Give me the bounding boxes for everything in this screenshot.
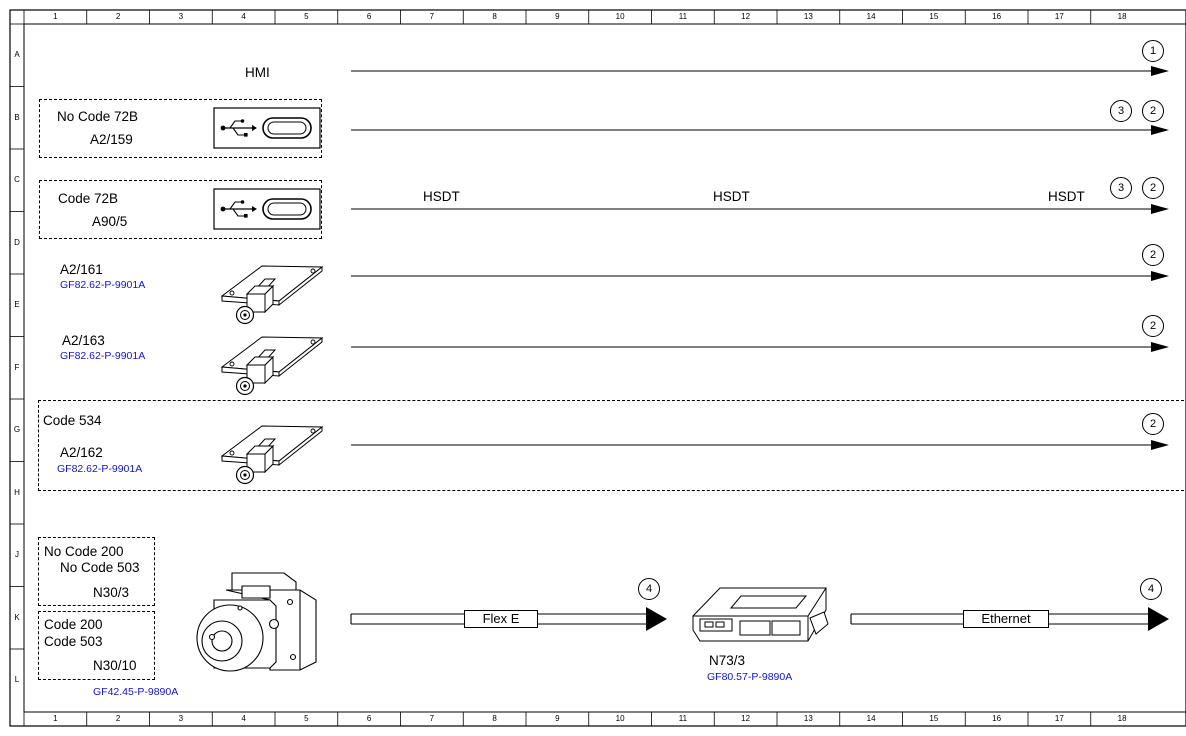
ethernet-tag: Ethernet: [963, 610, 1049, 628]
code-534-box: [38, 400, 1184, 491]
column-label: 8: [492, 12, 497, 21]
column-label: 12: [741, 12, 751, 21]
column-label: 2: [115, 12, 121, 21]
camera-box-1-part: N30/3: [93, 585, 130, 600]
column-label: 11: [678, 714, 688, 723]
column-label: 13: [803, 714, 813, 723]
column-label: 7: [429, 12, 435, 21]
usb-box-1-code: No Code 72B: [57, 109, 139, 124]
row-label: J: [15, 550, 19, 560]
camera-box-2-line1: Code 200: [44, 617, 103, 632]
code-534-ref-link[interactable]: GF82.62-P-9901A: [57, 463, 143, 475]
camera-box-1-line2: No Code 503: [60, 560, 140, 575]
column-label: 18: [1117, 12, 1127, 21]
antenna-1-ref-link[interactable]: GF82.62-P-9901A: [60, 279, 146, 291]
column-label: 4: [241, 714, 246, 723]
row-label: C: [14, 175, 20, 185]
column-label: 3: [178, 714, 184, 723]
marker-2[interactable]: 2: [1142, 315, 1164, 337]
marker-1[interactable]: 1: [1142, 40, 1164, 62]
column-label: 6: [366, 714, 372, 723]
gateway-part: N73/3: [709, 653, 746, 668]
gateway-ref-link[interactable]: GF80.57-P-9890A: [707, 671, 793, 683]
usb-box-no-code-72b: [39, 99, 322, 158]
column-label: 7: [429, 714, 435, 723]
gateway-control-unit-symbol: [692, 587, 829, 642]
column-label: 18: [1117, 714, 1127, 723]
antenna-2-ref-link[interactable]: GF82.62-P-9901A: [60, 350, 146, 362]
camera-box-1-line1: No Code 200: [44, 544, 124, 559]
row-label: B: [14, 112, 20, 122]
usb-box-2-code: Code 72B: [58, 191, 119, 206]
antenna-1-part: A2/161: [60, 262, 103, 277]
camera-ref-link[interactable]: GF42.45-P-9890A: [93, 686, 179, 698]
row-label: D: [14, 237, 20, 247]
hsdt-label: HSDT: [713, 189, 750, 204]
camera-symbol: [196, 572, 317, 672]
marker-4[interactable]: 4: [1140, 578, 1162, 600]
row-label: G: [13, 425, 21, 435]
column-label: 1: [53, 12, 58, 21]
column-label: 6: [366, 12, 372, 21]
code-534-label: Code 534: [43, 413, 102, 428]
column-label: 17: [1054, 12, 1064, 21]
usb-box-code-72b: [39, 180, 322, 239]
row-label: E: [14, 300, 20, 310]
column-label: 9: [555, 714, 560, 723]
marker-2[interactable]: 2: [1142, 244, 1164, 266]
row-label: F: [14, 362, 20, 372]
code-534-part: A2/162: [60, 445, 103, 460]
flex-e-tag: Flex E: [464, 610, 538, 628]
row-label: K: [14, 612, 20, 622]
column-label: 9: [555, 12, 560, 21]
column-label: 2: [115, 714, 121, 723]
column-label: 11: [678, 12, 688, 21]
marker-2[interactable]: 2: [1142, 100, 1164, 122]
column-label: 10: [615, 714, 625, 723]
hmi-label: HMI: [245, 65, 270, 80]
column-label: 4: [241, 12, 246, 21]
column-label: 12: [741, 714, 751, 723]
column-label: 5: [304, 714, 309, 723]
camera-box-no-code-200: [38, 537, 155, 606]
column-label: 3: [178, 12, 184, 21]
camera-box-2-line2: Code 503: [44, 634, 103, 649]
column-label: 10: [615, 12, 625, 21]
camera-box-2-part: N30/10: [93, 658, 137, 673]
marker-3[interactable]: 3: [1110, 177, 1132, 199]
column-label: 17: [1054, 714, 1064, 723]
column-label: 16: [992, 714, 1002, 723]
marker-3[interactable]: 3: [1110, 100, 1132, 122]
column-label: 15: [929, 12, 939, 21]
hsdt-label: HSDT: [423, 189, 460, 204]
column-label: 14: [866, 714, 876, 723]
antenna-module-symbol: [221, 265, 323, 325]
usb-box-2-part: A90/5: [92, 214, 128, 229]
column-label: 14: [866, 12, 876, 21]
column-label: 13: [803, 12, 813, 21]
row-label: A: [14, 50, 20, 60]
camera-box-code-200: [38, 611, 155, 680]
usb-box-1-part: A2/159: [90, 132, 133, 147]
column-label: 8: [492, 714, 497, 723]
marker-2[interactable]: 2: [1142, 177, 1164, 199]
hsdt-label: HSDT: [1048, 189, 1085, 204]
column-label: 15: [929, 714, 939, 723]
antenna-2-part: A2/163: [62, 333, 105, 348]
row-label: H: [14, 487, 20, 497]
row-label: L: [14, 675, 20, 685]
column-label: 5: [304, 12, 309, 21]
column-label: 16: [992, 12, 1002, 21]
marker-4[interactable]: 4: [638, 578, 660, 600]
column-label: 1: [53, 714, 58, 723]
antenna-module-symbol: [221, 336, 323, 396]
marker-2[interactable]: 2: [1142, 413, 1164, 435]
